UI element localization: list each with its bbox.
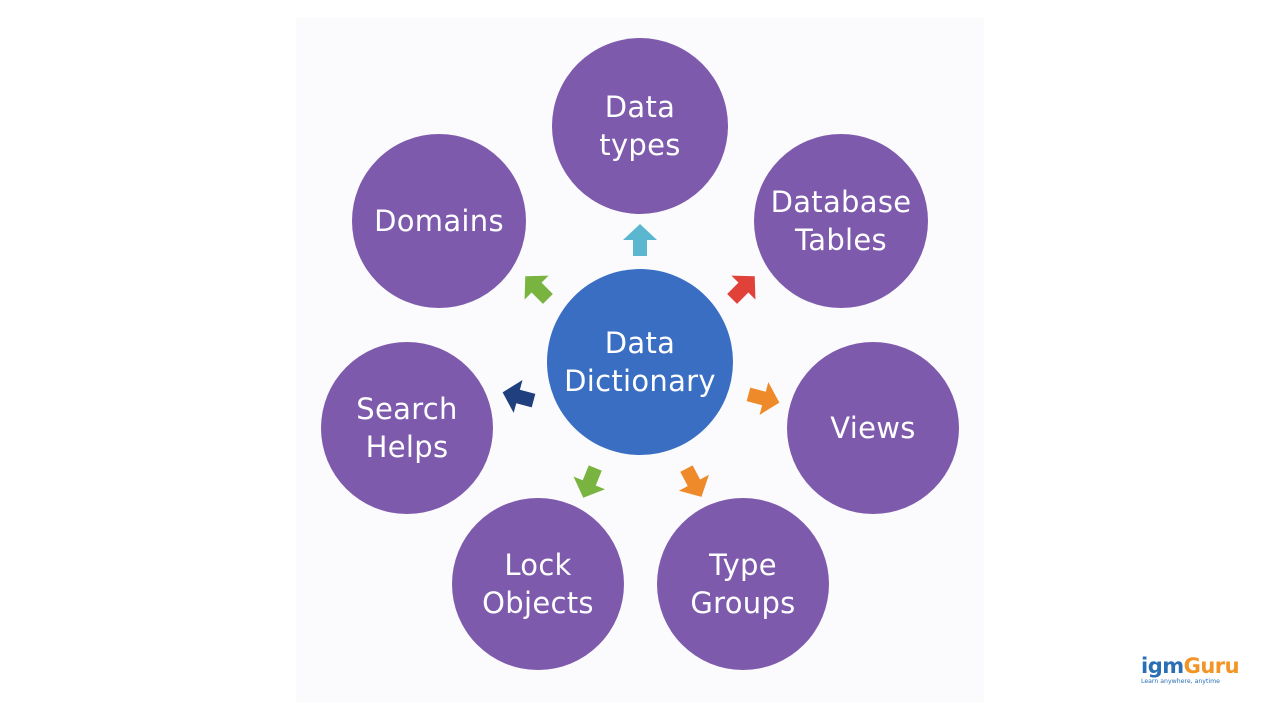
arrow-to-lock-objects: [570, 461, 610, 501]
node-label-line-1: Search: [356, 392, 458, 426]
node-label-line-1: Data: [604, 90, 676, 124]
node-label-line-1: Domains: [374, 204, 504, 238]
node-label-line-1: Views: [830, 411, 916, 445]
logo-tagline: Learn anywhere, anytime: [1141, 678, 1220, 685]
node-type-groups: Type Groups: [657, 498, 829, 670]
center-label-line-2: Dictionary: [564, 364, 716, 398]
logo-name: igmGuru: [1141, 654, 1243, 678]
node-label-line-2: Helps: [365, 430, 449, 464]
logo-name-part-1: igm: [1141, 654, 1184, 678]
arrow-to-database-tables: [722, 269, 762, 309]
node-views: Views: [787, 342, 959, 514]
node-label-line-1: Type: [709, 548, 777, 582]
node-label-line-1: Lock: [504, 548, 572, 582]
arrow-to-data-types: [620, 222, 660, 262]
node-label-line-2: Groups: [690, 586, 796, 620]
node-label-line-2: types: [599, 128, 681, 162]
node-search-helps: Search Helps: [321, 342, 493, 514]
arrow-to-type-groups: [673, 461, 713, 501]
center-node-data-dictionary: Data Dictionary: [547, 269, 733, 455]
igmguru-logo: igmGuru Learn anywhere, anytime: [1141, 654, 1243, 690]
node-domains: Domains: [352, 134, 526, 308]
node-database-tables: Database Tables: [754, 134, 928, 308]
node-label-line-2: Tables: [795, 223, 887, 257]
center-label-line-1: Data: [604, 326, 676, 360]
arrow-to-domains: [518, 269, 558, 309]
node-lock-objects: Lock Objects: [452, 498, 624, 670]
logo-name-part-2: Guru: [1183, 654, 1240, 678]
arrow-to-views: [742, 378, 782, 418]
node-label-line-1: Database: [770, 185, 912, 219]
node-label-line-2: Objects: [482, 586, 594, 620]
node-data-types: Data types: [552, 38, 728, 214]
arrow-to-search-helps: [500, 377, 540, 417]
